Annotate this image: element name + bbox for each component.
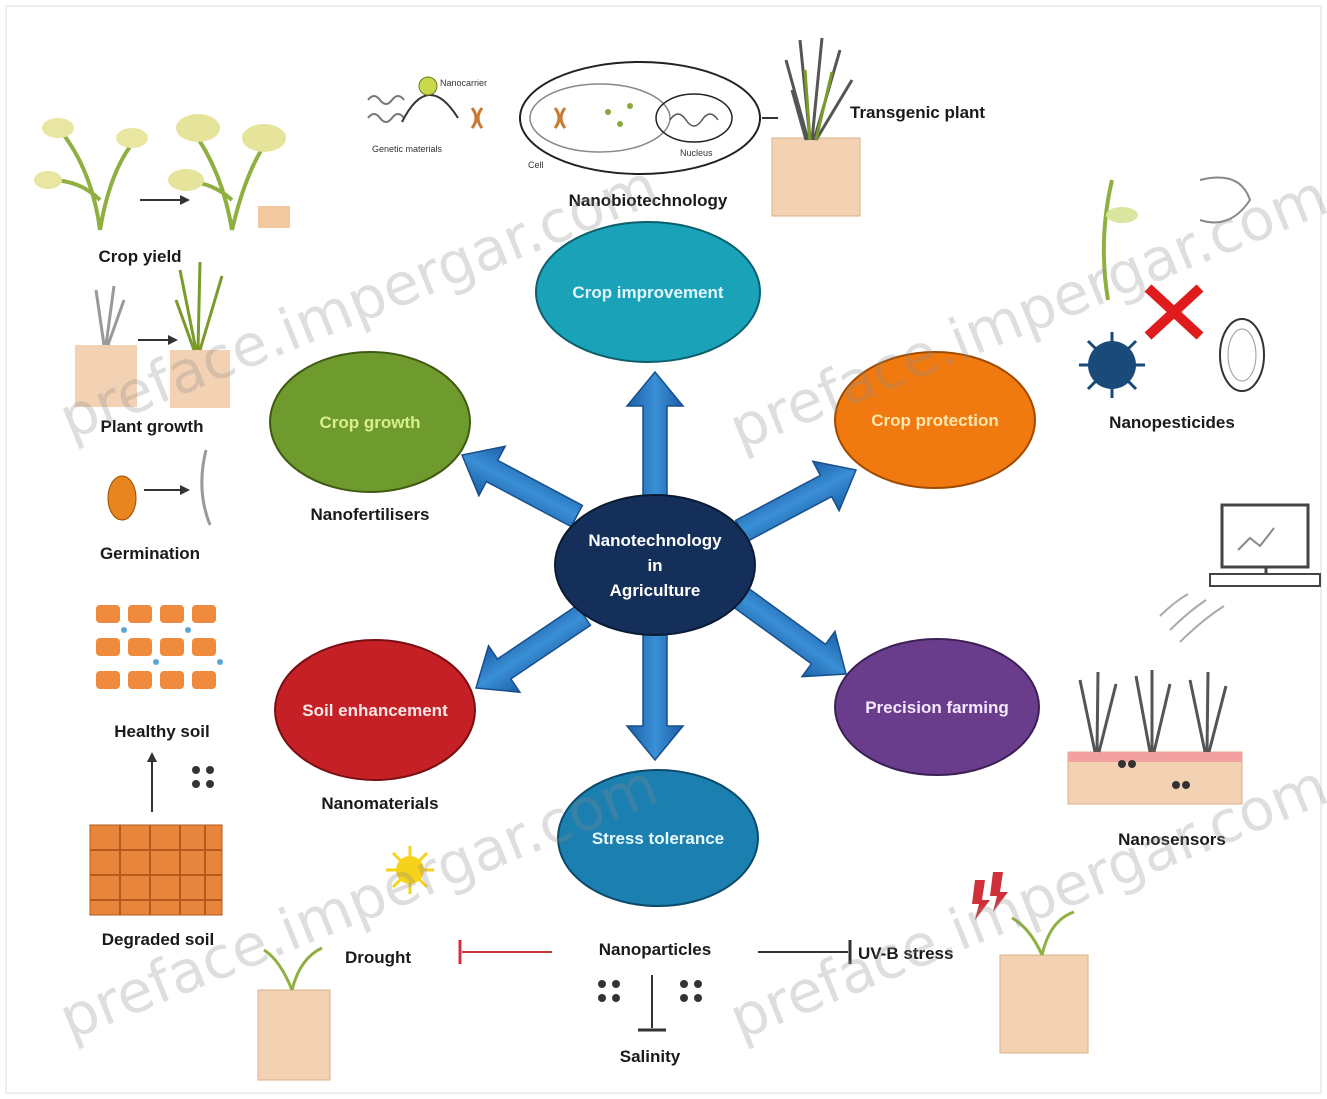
nanoparticle-cluster-left-icon [598,980,620,1002]
node-stress-tolerance-label: Stress tolerance [592,829,724,848]
caption-nanomaterials: Nanomaterials [321,794,438,813]
healthy-soil-label: Healthy soil [114,722,209,741]
germination-label: Germination [100,544,200,563]
sun-icon [386,846,434,894]
crop-yield-label: Crop yield [98,247,181,266]
node-crop-growth-label: Crop growth [319,413,420,432]
center-line-3: Agriculture [610,581,701,600]
node-precision-farming: Precision farming [834,638,1040,776]
node-crop-protection-label: Crop protection [871,411,999,430]
computer-monitor-icon [1220,503,1310,569]
caption-nanoparticles: Nanoparticles [599,940,711,959]
nanocarrier-icon [418,76,438,96]
salinity-label: Salinity [620,1047,681,1066]
node-crop-improvement: Crop improvement [535,221,761,363]
germination-illustration: Germination [100,449,212,563]
genetic-transfer-illustration: Nanocarrier Genetic materials Cell Nucle… [367,61,778,175]
stress-inhibition-section: Drought UV-B stress Salinity [257,846,1089,1081]
caption-nanofertilisers: Nanofertilisers [310,505,429,524]
bacterium-icon [1219,318,1265,392]
node-center: Nanotechnology in Agriculture [554,494,756,636]
caption-nanopesticides: Nanopesticides [1109,413,1235,432]
node-crop-protection: Crop protection [834,351,1036,489]
cross-icon [1144,284,1204,340]
caption-nanobiotechnology: Nanobiotechnology [569,191,728,210]
uvb-label: UV-B stress [858,944,953,963]
nanoparticle-cluster-right-icon [680,980,702,1002]
uvb-rays-icon [972,872,1008,920]
keyboard-icon [1209,573,1321,587]
nanosensors-illustration [1067,503,1321,805]
healthy-soil-illustration: Healthy soil [92,602,230,812]
drought-label: Drought [345,948,411,967]
nanoparticle-cluster-icon [192,766,214,788]
degraded-soil-illustration: Degraded soil [89,824,223,949]
nucleus-icon [655,93,733,143]
node-stress-tolerance: Stress tolerance [557,769,759,907]
center-line-1: Nanotechnology [588,531,722,550]
node-crop-growth: Crop growth [269,351,471,493]
degraded-soil-label: Degraded soil [102,930,214,949]
cell-label: Cell [528,160,544,170]
node-soil-enhancement-label: Soil enhancement [302,701,448,720]
nucleus-label: Nucleus [680,148,713,158]
cell-icon [519,61,761,175]
seed-icon [107,475,137,521]
node-soil-enhancement: Soil enhancement [274,639,476,781]
caption-nanosensors: Nanosensors [1118,830,1226,849]
dna-strand-icon [367,95,405,105]
transgenic-plant-illustration: Transgenic plant [771,37,985,217]
node-precision-farming-label: Precision farming [865,698,1009,717]
plant-growth-illustration: Plant growth [75,261,230,436]
nanopesticides-illustration [1079,176,1265,398]
nanocarrier-label: Nanocarrier [440,78,487,88]
crop-yield-illustration: Crop yield [34,114,290,266]
genetic-material-label: Genetic materials [372,144,443,154]
insect-icon [1199,176,1252,224]
node-crop-improvement-label: Crop improvement [572,283,723,302]
center-line-2: in [647,556,662,575]
transgenic-plant-label: Transgenic plant [850,103,985,122]
plant-growth-label: Plant growth [101,417,204,436]
